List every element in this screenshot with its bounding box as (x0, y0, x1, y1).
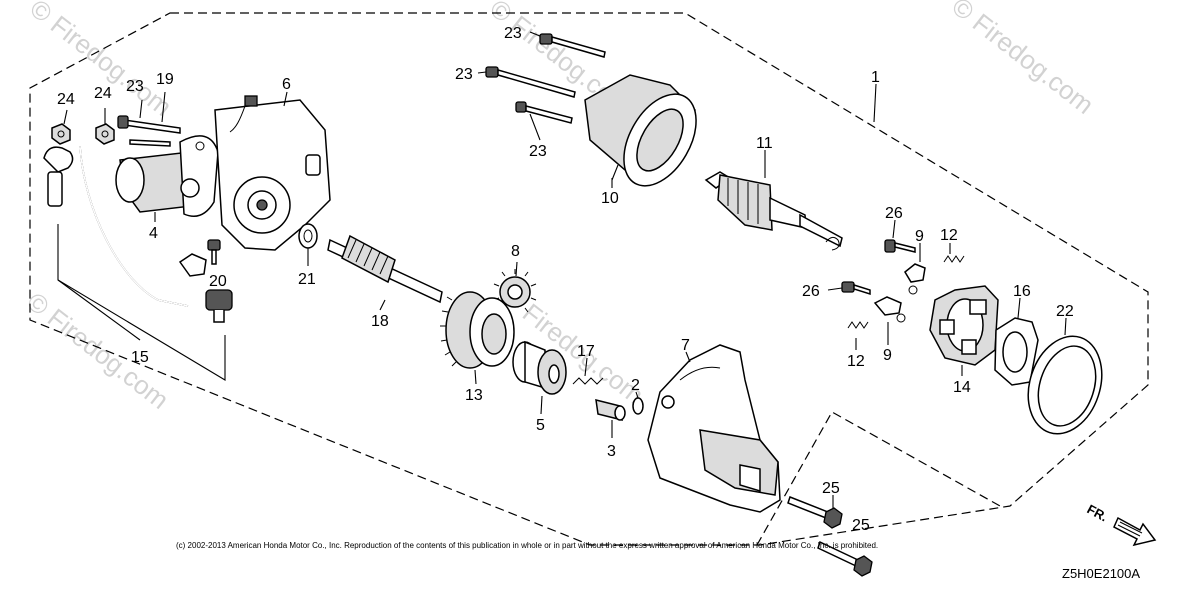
callout-23b: 23 (455, 66, 473, 83)
part-10-yoke (584, 74, 697, 187)
watermark-mid-left: © Firedog.com (21, 286, 174, 415)
part-23-through-bolts (477, 31, 606, 141)
callout-11: 11 (756, 135, 773, 152)
part-22-gasket (1027, 317, 1103, 435)
callout-26b: 26 (802, 283, 820, 300)
watermark-top-right: © Firedog.com (946, 0, 1099, 120)
callout-6: 6 (282, 76, 291, 93)
callout-23d: 23 (126, 78, 144, 95)
callout-9b: 9 (883, 347, 892, 364)
part-7-front-housing (647, 344, 781, 513)
callout-15: 15 (131, 349, 149, 366)
part-21-washer (298, 223, 318, 266)
callout-20: 20 (209, 273, 227, 290)
part-25-bolts (787, 495, 873, 577)
front-arrow-icon (1113, 516, 1157, 547)
callout-3: 3 (607, 443, 616, 460)
part-20-bolt (207, 239, 221, 265)
callout-labels: 1 2 3 4 5 6 7 8 9 9 10 11 12 12 13 14 15… (57, 25, 1074, 534)
callout-8: 8 (511, 243, 520, 260)
part-18-shaft (327, 234, 443, 311)
part-15-cable (43, 145, 233, 381)
callout-26a: 26 (885, 205, 903, 222)
callout-19: 19 (156, 71, 174, 88)
callout-4: 4 (149, 225, 158, 242)
callout-2: 2 (631, 377, 640, 394)
callout-1: 1 (871, 69, 880, 86)
front-label: FR. (1085, 501, 1111, 524)
callout-12b: 12 (847, 353, 865, 370)
copyright-notice: (c) 2002-2013 American Honda Motor Co., … (176, 541, 878, 550)
callout-10: 10 (601, 190, 619, 207)
part-13-gear-ring (440, 291, 515, 385)
callout-12a: 12 (940, 227, 958, 244)
callout-14: 14 (953, 379, 971, 396)
callout-23a: 23 (504, 25, 522, 42)
part-14-brush-holder (929, 285, 999, 376)
diagram-code: Z5H0E2100A (1062, 566, 1140, 581)
part-4-solenoid (115, 135, 219, 222)
callout-22: 22 (1056, 303, 1074, 320)
callout-7: 7 (681, 337, 690, 354)
part-2-clip (632, 391, 644, 415)
part-16-plate (994, 297, 1039, 386)
part-8-small-gear (493, 261, 537, 313)
callout-9a: 9 (915, 228, 924, 245)
part-6-rear-cover (214, 91, 331, 251)
part-24-nuts (51, 108, 115, 145)
callout-18: 18 (371, 313, 389, 330)
leader-1 (873, 83, 877, 123)
part-3-collar (595, 399, 626, 438)
part-11-armature (704, 150, 843, 251)
callout-24b: 24 (94, 85, 112, 102)
watermark-top-left: © Firedog.com (24, 0, 177, 122)
part-19-23-bolts-left (117, 91, 181, 147)
part-17-spring (572, 357, 604, 385)
front-direction-indicator: FR. (1085, 501, 1157, 547)
front-cover-boundary (756, 411, 1001, 546)
callout-24a: 24 (57, 91, 75, 108)
callout-16: 16 (1013, 283, 1031, 300)
callout-21: 21 (298, 271, 316, 288)
callout-23c: 23 (529, 143, 547, 160)
assembly-boundary (29, 12, 1149, 546)
callout-17: 17 (577, 343, 595, 360)
callout-25a: 25 (822, 480, 840, 497)
callout-13: 13 (465, 387, 483, 404)
callout-5: 5 (536, 417, 545, 434)
brush-holder-parts (827, 219, 965, 350)
part-5-pinion (512, 340, 567, 415)
callout-25b: 25 (852, 517, 870, 534)
